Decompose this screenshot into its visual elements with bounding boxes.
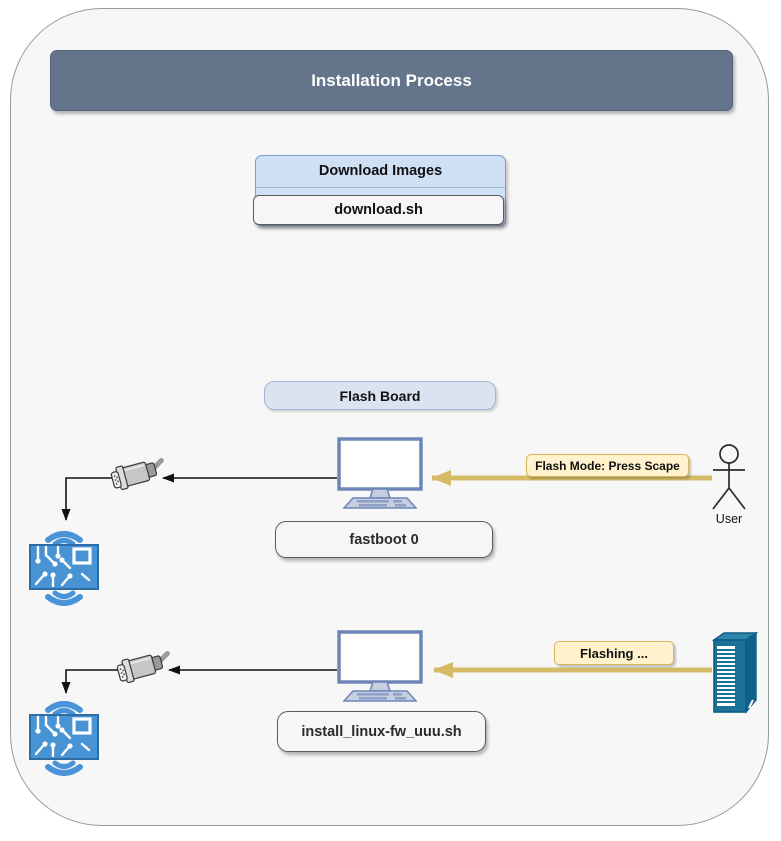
download-script-label: download.sh: [334, 202, 423, 218]
circuit-board-wireless-icon: [26, 698, 102, 780]
flash-board-label-text: Flash Board: [339, 387, 421, 404]
command-label-install-script: install_linux-fw_uuu.sh: [301, 723, 462, 740]
circuit-board-wireless-icon: [26, 528, 102, 610]
stick-figure-user-icon: [698, 443, 760, 513]
desktop-computer-icon: [337, 437, 423, 509]
download-images-label: Download Images: [256, 156, 505, 188]
user-actor-label: User: [715, 512, 743, 526]
annotation-flashing: Flashing ...: [554, 641, 674, 665]
command-box-fastboot: fastboot 0: [275, 521, 493, 558]
serial-connector-icon: [116, 645, 172, 689]
serial-connector-icon: [110, 452, 166, 496]
desktop-computer-icon: [337, 630, 423, 702]
diagram-title-bar: Installation Process: [50, 50, 733, 111]
diagram-title: Installation Process: [311, 70, 472, 90]
download-script-box: download.sh: [253, 195, 504, 225]
server-tower-icon: [710, 632, 758, 714]
command-box-install-script: install_linux-fw_uuu.sh: [277, 711, 486, 752]
flash-board-label: Flash Board: [264, 381, 496, 410]
annotation-flash-mode: Flash Mode: Press Scape: [526, 454, 689, 477]
annotation-flash-mode-text: Flash Mode: Press Scape: [535, 458, 680, 473]
diagram-canvas: [10, 8, 769, 826]
command-label-fastboot: fastboot 0: [349, 531, 419, 548]
annotation-flashing-text: Flashing ...: [580, 645, 648, 661]
